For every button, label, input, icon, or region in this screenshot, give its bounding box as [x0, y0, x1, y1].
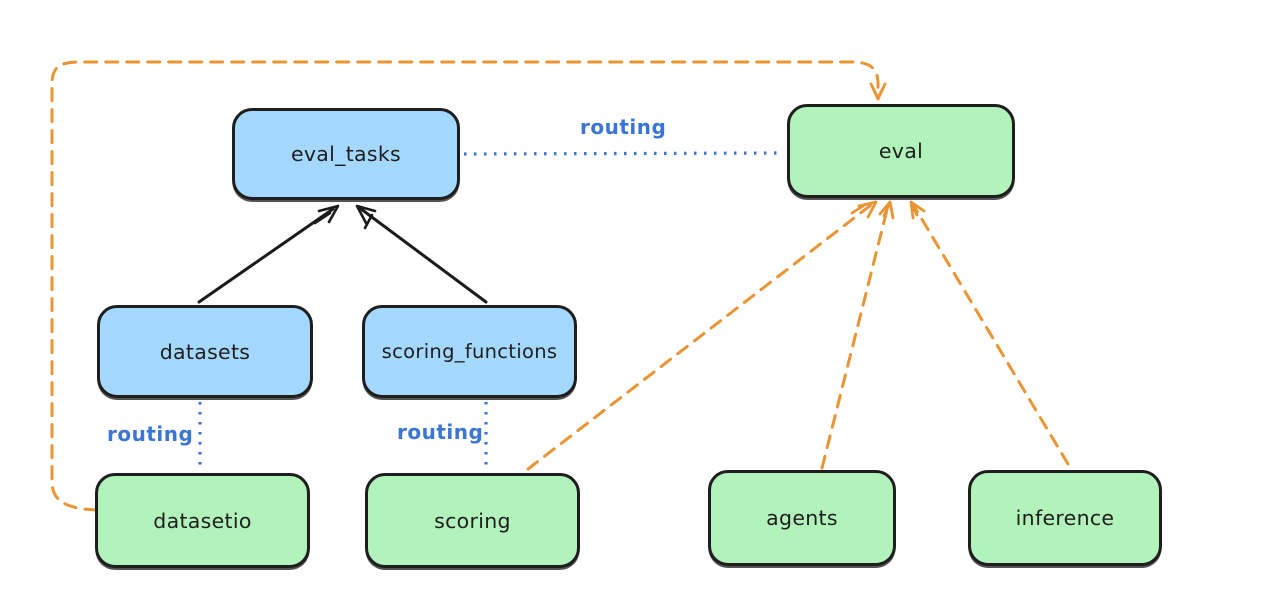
node-scoring: scoring [365, 473, 580, 568]
edge-datasetio-to-eval-arrowhead-overdraw [872, 88, 884, 100]
node-inference: inference [968, 470, 1162, 566]
edge-scoring-functions-to-eval-tasks-arrowhead-overdraw [363, 213, 374, 230]
node-agents: agents [708, 470, 896, 566]
edge-label-routing-scoring-functions-scoring: routing [397, 420, 484, 444]
node-eval-tasks: eval_tasks [232, 108, 460, 200]
edge-agents-to-eval-arrowhead-overdraw [882, 203, 891, 218]
edge-inference-to-eval-arrowhead [909, 200, 926, 220]
edge-inference-to-eval [912, 204, 1070, 466]
node-agents-label: agents [766, 506, 838, 530]
node-eval-label: eval [878, 139, 924, 163]
edge-datasetio-to-eval-loop [50, 60, 880, 512]
edge-agents-to-eval-arrowhead [878, 200, 895, 220]
edge-datasets-to-eval-tasks-arrowhead [317, 204, 340, 224]
node-scoring-functions: scoring_functions [362, 305, 577, 398]
node-scoring-label: scoring [434, 508, 511, 533]
edge-eval-tasks-to-eval-routing [463, 151, 785, 156]
edge-scoring-to-eval [526, 203, 873, 471]
node-datasets: datasets [97, 305, 313, 398]
node-inference-label: inference [1015, 506, 1115, 530]
edge-label-routing-datasets-datasetio: routing [107, 422, 194, 446]
edge-datasets-to-eval-tasks [197, 207, 335, 304]
edge-scoring-functions-to-eval-tasks [359, 207, 488, 304]
node-datasetio-label: datasetio [153, 508, 252, 533]
node-scoring-functions-label: scoring_functions [381, 340, 558, 363]
edge-scoring-to-eval-arrowhead [857, 200, 878, 219]
edge-agents-to-eval [820, 204, 890, 470]
edge-inference-to-eval-arrowhead-overdraw [910, 203, 919, 217]
node-datasetio: datasetio [95, 473, 310, 568]
edge-label-routing-eval-tasks-eval: routing [580, 115, 667, 139]
node-datasets-label: datasets [159, 339, 251, 364]
node-eval: eval [787, 104, 1015, 198]
edge-scoring-functions-to-eval-tasks-arrowhead [355, 204, 377, 225]
edge-scoring-to-eval-arrowhead-overdraw [850, 204, 865, 215]
node-eval-tasks-label: eval_tasks [290, 142, 402, 166]
edge-datasets-to-eval-tasks-arrowhead-overdraw [313, 211, 332, 225]
